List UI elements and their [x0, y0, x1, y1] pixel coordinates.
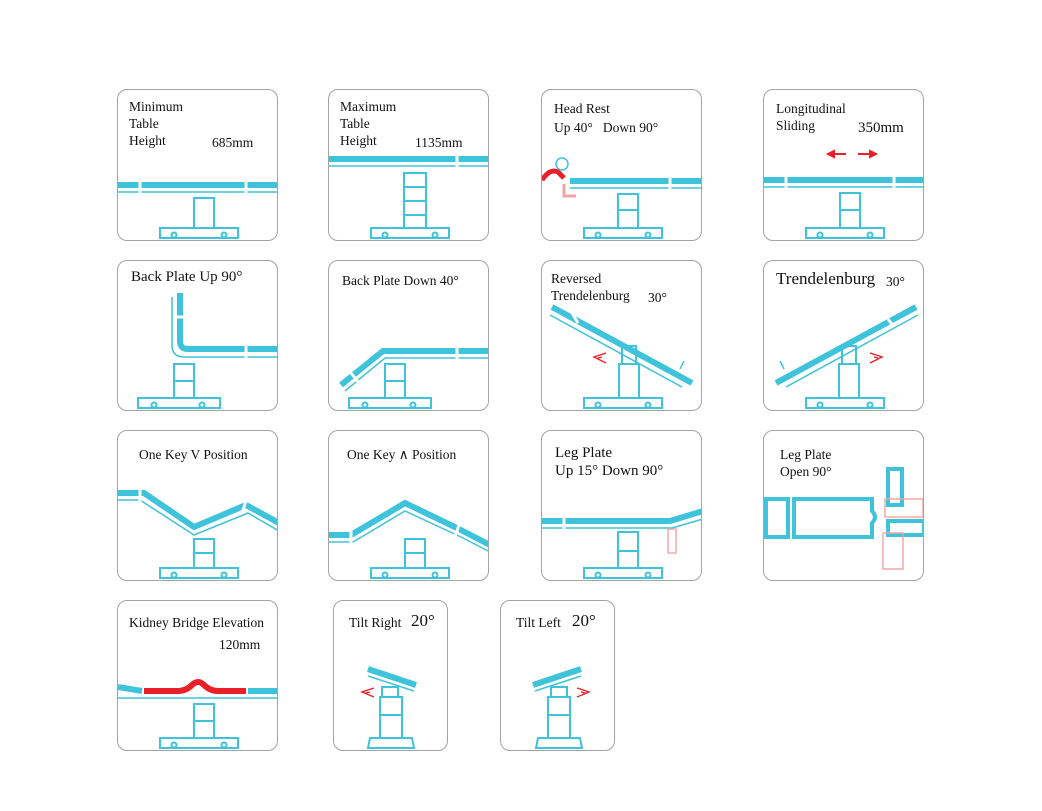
back-plate-up-diagram: [137, 293, 277, 409]
tilt-left-value: 20°: [572, 611, 596, 630]
leg-plate-open-line-1: Leg Plate: [780, 447, 832, 462]
tilt-left-diagram: [532, 666, 591, 749]
kidney-bridge-label: Kidney Bridge Elevation: [129, 615, 264, 630]
head-rest-line-1: Head Rest: [554, 101, 610, 116]
card-one-key-lambda: One Key ∧ Position: [328, 430, 489, 581]
max-height-value: 1135mm: [415, 135, 463, 150]
reversed-trendelenburg-value: 30°: [648, 290, 667, 305]
tilt-right-label: Tilt Right: [349, 615, 402, 630]
back-plate-up-label: Back Plate Up 90°: [131, 269, 243, 285]
leg-plate-up-down-line-1: Leg Plate: [555, 445, 613, 461]
card-one-key-v: One Key V Position: [117, 430, 278, 581]
reversed-trendelenburg-diagram: [549, 304, 694, 409]
card-kidney-bridge: Kidney Bridge Elevation 120mm: [117, 600, 278, 751]
leg-plate-up-down-line-2: Up 15° Down 90°: [555, 463, 664, 479]
card-leg-plate-open: Leg Plate Open 90°: [763, 430, 924, 581]
leg-plate-open-diagram: [764, 467, 923, 570]
min-height-line-3: Height: [129, 133, 166, 148]
back-plate-down-diagram: [339, 347, 488, 409]
card-longitudinal-sliding: Longitudinal Sliding 350mm: [763, 89, 924, 241]
card-max-height: Maximum Table Height 1135mm: [328, 89, 489, 241]
head-rest-line-2: Up 40° Down 90°: [554, 120, 659, 135]
card-leg-plate-up-down: Leg Plate Up 15° Down 90°: [541, 430, 702, 581]
min-height-value: 685mm: [212, 135, 254, 150]
card-min-height: Minimum Table Height 685mm: [117, 89, 278, 241]
reversed-trendelenburg-line-2: Trendelenburg: [551, 288, 630, 303]
one-key-lambda-diagram: [329, 499, 488, 579]
tilt-right-value: 20°: [411, 611, 435, 630]
max-height-line-3: Height: [340, 133, 377, 148]
leg-plate-open-line-2: Open 90°: [780, 464, 832, 479]
longitudinal-sliding-value: 350mm: [858, 120, 904, 136]
max-height-line-2: Table: [340, 116, 370, 131]
back-plate-down-label: Back Plate Down 40°: [342, 273, 459, 288]
leg-plate-up-down-diagram: [542, 508, 701, 579]
kidney-bridge-diagram: [118, 679, 277, 749]
card-reversed-trendelenburg: Reversed Trendelenburg 30°: [541, 260, 702, 411]
card-head-rest: Head Rest Up 40° Down 90°: [541, 89, 702, 241]
max-height-diagram: [329, 154, 488, 239]
card-back-plate-up: Back Plate Up 90°: [117, 260, 278, 411]
min-height-line-1: Minimum: [129, 99, 184, 114]
tilt-left-label: Tilt Left: [516, 615, 561, 630]
longitudinal-sliding-line-2: Sliding: [776, 118, 816, 133]
one-key-v-label: One Key V Position: [139, 447, 248, 462]
one-key-lambda-label: One Key ∧ Position: [347, 447, 457, 462]
card-trendelenburg: Trendelenburg 30°: [763, 260, 924, 411]
trendelenburg-diagram: [774, 304, 919, 409]
min-height-line-2: Table: [129, 116, 159, 131]
card-tilt-right: Tilt Right 20°: [333, 600, 448, 751]
longitudinal-sliding-diagram: [764, 149, 923, 239]
trendelenburg-value: 30°: [886, 274, 905, 289]
card-back-plate-down: Back Plate Down 40°: [328, 260, 489, 411]
head-rest-diagram: [542, 157, 701, 239]
max-height-line-1: Maximum: [340, 99, 397, 114]
kidney-bridge-value: 120mm: [219, 637, 261, 652]
tilt-right-diagram: [360, 666, 417, 749]
reversed-trendelenburg-line-1: Reversed: [551, 271, 602, 286]
longitudinal-sliding-line-1: Longitudinal: [776, 101, 846, 116]
one-key-v-diagram: [118, 489, 277, 579]
card-tilt-left: Tilt Left 20°: [500, 600, 615, 751]
trendelenburg-label: Trendelenburg: [776, 269, 876, 288]
min-height-diagram: [118, 180, 277, 239]
